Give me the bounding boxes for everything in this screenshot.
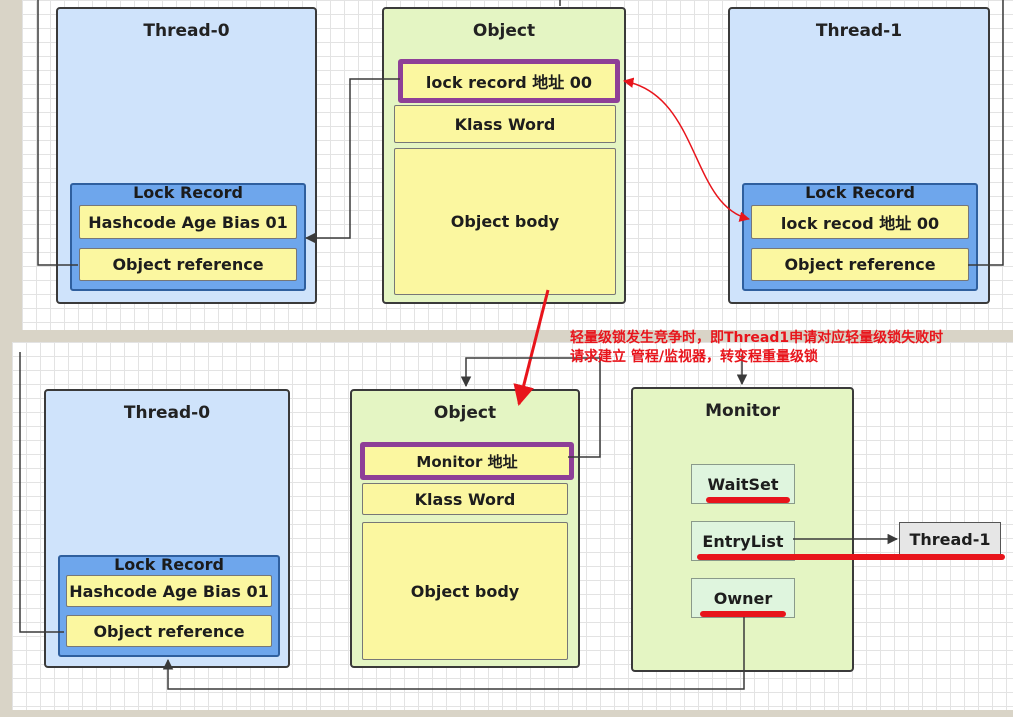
bottom-thread-0-lock-record: Lock Record Hashcode Age Bias 01 Object … (58, 555, 280, 657)
top-object-klass-word-cell: Klass Word (394, 105, 616, 143)
bottom-thread0-object-reference-line (19, 352, 64, 633)
owner-underline (700, 611, 786, 617)
transition-arrow (513, 289, 550, 407)
bottom-object-body-cell: Object body (362, 522, 568, 660)
bottom-object-monitor-address-cell: Monitor 地址 (360, 442, 574, 480)
top-thread0-object-reference-line (37, 0, 78, 266)
bottom-thread-0-box: Thread-0 Lock Record Hashcode Age Bias 0… (44, 389, 290, 668)
annotation-line-1: 轻量级锁发生竞争时，即Thread1申请对应轻量级锁失败时 (570, 330, 944, 346)
top-thread-1-object-reference-cell: Object reference (751, 248, 969, 281)
top-thread-1-lock-record: Lock Record lock recod 地址 00 Object refe… (742, 183, 978, 291)
top-thread-1-lock-recod-cell: lock recod 地址 00 (751, 205, 969, 239)
bottom-thread-0-object-reference-cell: Object reference (66, 615, 272, 647)
bottom-thread-0-hashcode-cell: Hashcode Age Bias 01 (66, 575, 272, 607)
bottom-object-title: Object (433, 403, 497, 423)
top-thread-0-title: Thread-0 (143, 21, 230, 41)
monitor-title: Monitor (705, 401, 780, 421)
top-thread1-object-reference-line (968, 0, 1004, 266)
owner-to-thread0-arrow (162, 616, 745, 690)
top-thread-0-hashcode-cell: Hashcode Age Bias 01 (79, 205, 297, 239)
bottom-object-klass-word-cell: Klass Word (362, 483, 568, 515)
bottom-diagram-panel: Thread-0 Lock Record Hashcode Age Bias 0… (12, 342, 1013, 710)
top-object-body-cell: Object body (394, 148, 616, 295)
monitor-address-line (460, 357, 601, 458)
top-thread-0-lock-record: Lock Record Hashcode Age Bias 01 Object … (70, 183, 306, 291)
cas-contention-arrow (622, 77, 751, 222)
entrylist-underline (697, 554, 1005, 560)
top-mark-word-to-thread0-arrow (304, 78, 400, 244)
top-thread-0-object-reference-cell: Object reference (79, 248, 297, 281)
top-thread-0-lock-record-title: Lock Record (133, 183, 243, 202)
top-object-mark-word-cell: lock record 地址 00 (398, 59, 620, 103)
bottom-thread-0-title: Thread-0 (123, 403, 211, 423)
top-thread-0-box: Thread-0 Lock Record Hashcode Age Bias 0… (56, 7, 317, 304)
waitset-underline (706, 497, 790, 503)
top-diagram-panel: Thread-0 Lock Record Hashcode Age Bias 0… (22, 0, 1013, 330)
bottom-thread-0-lock-record-title: Lock Record (114, 555, 224, 574)
top-thread-1-title: Thread-1 (815, 21, 903, 41)
top-object-box: Object lock record 地址 00 Klass Word Obje… (382, 7, 626, 304)
top-thread-1-lock-record-title: Lock Record (805, 183, 915, 202)
bottom-object-box: Object Monitor 地址 Klass Word Object body (350, 389, 580, 668)
annotation-line-2: 请求建立 管程/监视器，转变程重量级锁 (570, 349, 818, 365)
top-object-title: Object (472, 21, 536, 41)
top-thread-1-box: Thread-1 Lock Record lock recod 地址 00 Ob… (728, 7, 990, 304)
